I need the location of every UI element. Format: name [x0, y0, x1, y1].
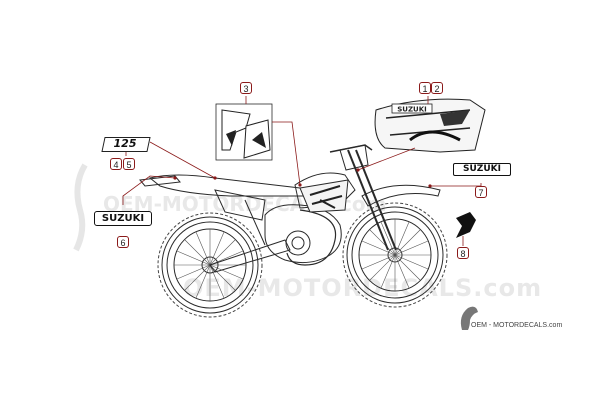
callout-3: 3 [240, 82, 252, 94]
expansion-pipe [286, 209, 337, 266]
suzuki-decal-left-text: SUZUKI [101, 213, 145, 224]
callout-1: 1 [419, 82, 431, 94]
shroud-suzuki-text: SUZUKI [397, 106, 427, 114]
callout-6: 6 [117, 236, 129, 248]
decal-3-box [215, 103, 273, 161]
callout-7: 7 [475, 186, 487, 198]
callout-5: 5 [123, 158, 135, 170]
front-wheel [342, 202, 448, 308]
callout-2: 2 [431, 82, 443, 94]
suzuki-s-logo-icon [456, 212, 476, 238]
swingarm [209, 239, 291, 273]
suzuki-decal-right [453, 163, 511, 176]
footer-text: OEM - MOTORDECALS.com [471, 322, 563, 329]
watermark-mascot-shape [73, 163, 88, 252]
model-number-text: 125 [113, 137, 137, 150]
suzuki-decal-left [94, 211, 152, 226]
front-fender [361, 184, 441, 207]
callout-4: 4 [110, 158, 122, 170]
side-panel [214, 189, 266, 221]
decal-3-right-accent [252, 132, 266, 148]
decal-3-left-accent [226, 130, 236, 146]
engine [264, 204, 342, 264]
callout-8: 8 [457, 247, 469, 259]
footer-logo-icon [460, 306, 478, 330]
suzuki-decal-right-text: SUZUKI [463, 164, 501, 174]
number-plate [339, 144, 369, 171]
